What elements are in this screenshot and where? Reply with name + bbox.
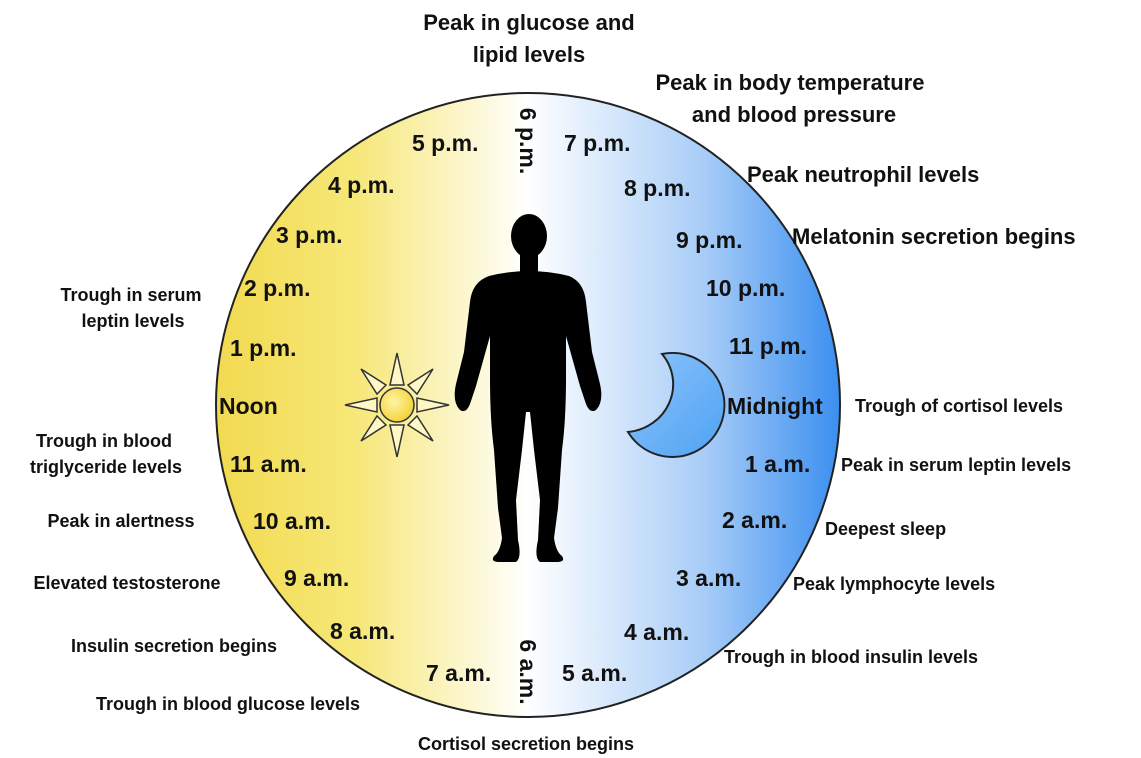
hour-6pm: 6 p.m. [515,108,541,174]
hour-5pm: 5 p.m. [412,130,478,156]
hour-4am: 4 a.m. [624,619,689,645]
annotation-body-temp-line1: Peak in body temperature [656,70,925,95]
hour-3pm: 3 p.m. [276,222,342,248]
hour-2am: 2 a.m. [722,507,787,533]
annotation-deepest-sleep: Deepest sleep [825,519,946,539]
hour-6am: 6 a.m. [515,639,541,704]
hour-7pm: 7 p.m. [564,130,630,156]
hour-noon: Noon [219,393,278,419]
annotation-testosterone: Elevated testosterone [33,573,220,593]
hour-11am: 11 a.m. [230,451,307,477]
hour-8pm: 8 p.m. [624,175,690,201]
annotation-neutrophil: Peak neutrophil levels [747,162,979,187]
annotation-body-temp-line2: and blood pressure [692,102,896,127]
hour-10pm: 10 p.m. [706,275,785,301]
annotation-trough-insulin: Trough in blood insulin levels [724,647,978,667]
annotation-lymphocyte: Peak lymphocyte levels [793,574,995,594]
annotation-cortisol-begins: Cortisol secretion begins [418,734,634,754]
annotation-trough-cortisol: Trough of cortisol levels [855,396,1063,416]
hour-1pm: 1 p.m. [230,335,296,361]
annotation-trough-leptin-line1: Trough in serum [60,285,201,305]
hour-midnight: Midnight [727,393,823,419]
hour-2pm: 2 p.m. [244,275,310,301]
hour-9pm: 9 p.m. [676,227,742,253]
annotation-glucose-lipid-line1: Peak in glucose and [423,10,635,35]
hour-4pm: 4 p.m. [328,172,394,198]
annotation-trough-leptin-line2: leptin levels [81,311,184,331]
annotation-melatonin: Melatonin secretion begins [792,224,1076,249]
annotation-trough-triglyceride-line2: triglyceride levels [30,457,182,477]
annotation-insulin-begins: Insulin secretion begins [71,636,277,656]
annotation-alertness: Peak in alertness [47,511,194,531]
hour-3am: 3 a.m. [676,565,741,591]
annotation-glucose-lipid-line2: lipid levels [473,42,586,67]
annotation-trough-triglyceride-line1: Trough in blood [36,431,172,451]
hour-9am: 9 a.m. [284,565,349,591]
hour-7am: 7 a.m. [426,660,491,686]
annotation-trough-glucose: Trough in blood glucose levels [96,694,360,714]
hour-8am: 8 a.m. [330,618,395,644]
hour-11pm: 11 p.m. [729,333,807,359]
hour-5am: 5 a.m. [562,660,627,686]
hour-10am: 10 a.m. [253,508,331,534]
annotation-peak-leptin: Peak in serum leptin levels [841,455,1071,475]
hour-1am: 1 a.m. [745,451,810,477]
